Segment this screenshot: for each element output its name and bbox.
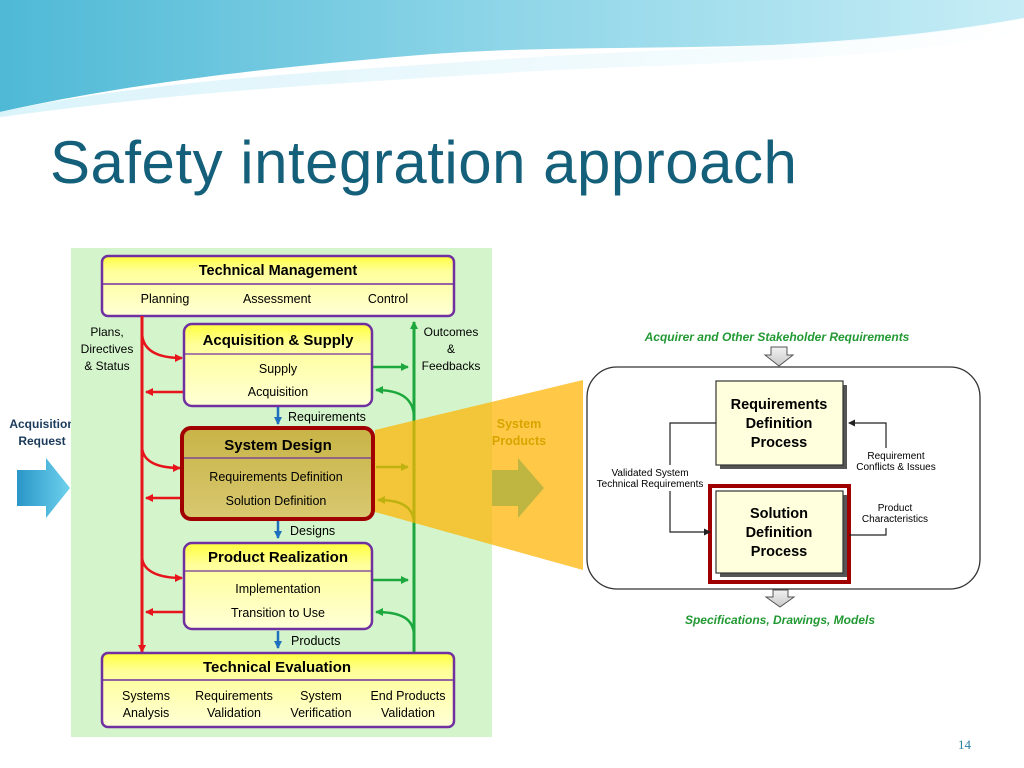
technical-management-box: Technical Management Planning Assessment… xyxy=(100,254,456,318)
req-process-line-1: Requirements xyxy=(731,397,828,413)
header-wave-decoration xyxy=(0,0,1024,119)
detail-top-label: Acquirer and Other Stakeholder Requireme… xyxy=(644,330,910,344)
characteristics-flow-line xyxy=(849,528,887,536)
outcomes-label: Outcomes xyxy=(424,325,479,339)
page-number: 14 xyxy=(958,737,971,752)
technical-evaluation-box: Technical Evaluation Systems Analysis Re… xyxy=(100,651,456,729)
te-item-verification: Verification xyxy=(290,706,351,720)
pr-item-transition: Transition to Use xyxy=(231,606,325,620)
system-products-label: System xyxy=(497,417,541,431)
conflicts-label-bg xyxy=(852,448,944,474)
te-item-systems: Systems xyxy=(122,689,170,703)
plans-label-2: Directives xyxy=(81,342,134,356)
slide-title: Safety integration approach xyxy=(50,129,798,196)
flow-requirements-label: Requirements xyxy=(288,410,366,424)
outcomes-label-2: & xyxy=(447,342,455,356)
system-design-box: System Design Requirements Definition So… xyxy=(180,426,375,521)
sol-process-line-2: Definition xyxy=(746,525,813,541)
characteristics-label-2: Characteristics xyxy=(862,514,928,525)
red-arrow-sd-in xyxy=(140,445,181,472)
characteristics-label-bg xyxy=(858,500,932,526)
technical-evaluation-title: Technical Evaluation xyxy=(203,659,351,676)
validated-label-2: Technical Requirements xyxy=(597,479,704,490)
plans-label: Plans, xyxy=(90,325,123,339)
red-arrow-pr-in xyxy=(140,555,183,582)
conflicts-label: Requirement xyxy=(867,451,924,462)
sol-process-line-1: Solution xyxy=(750,506,808,522)
te-item-system: System xyxy=(300,689,342,703)
plans-label-3: & Status xyxy=(84,359,129,373)
te-item-end-validation: Validation xyxy=(381,706,435,720)
tm-item-control: Control xyxy=(368,292,408,306)
acquisition-supply-title: Acquisition & Supply xyxy=(203,332,354,349)
flow-designs-label: Designs xyxy=(290,524,335,538)
te-item-req-validation: Validation xyxy=(207,706,261,720)
acquisition-request-label: Acquisition xyxy=(9,417,74,431)
te-item-analysis: Analysis xyxy=(123,706,170,720)
product-realization-box: Product Realization Implementation Trans… xyxy=(182,541,374,631)
detail-bottom-label: Specifications, Drawings, Models xyxy=(685,613,875,627)
conflicts-flow-line xyxy=(848,419,887,458)
req-process-line-2: Definition xyxy=(746,416,813,432)
product-realization-title: Product Realization xyxy=(208,549,348,566)
outcomes-label-3: Feedbacks xyxy=(422,359,481,373)
acquisition-supply-box: Acquisition & Supply Supply Acquisition xyxy=(182,322,374,408)
technical-management-title: Technical Management xyxy=(199,263,358,279)
req-process-line-3: Process xyxy=(751,435,807,451)
te-item-end-products: End Products xyxy=(370,689,445,703)
sol-process-line-3: Process xyxy=(751,544,807,560)
req-process-box xyxy=(715,380,844,466)
acquisition-arrow-icon xyxy=(17,458,70,518)
green-arrow-acq-in xyxy=(375,386,416,419)
te-item-requirements: Requirements xyxy=(195,689,273,703)
characteristics-label: Product xyxy=(878,503,913,514)
system-design-title: System Design xyxy=(224,437,332,454)
sol-process-box xyxy=(715,490,844,574)
tm-item-planning: Planning xyxy=(141,292,190,306)
sd-item-requirements-definition: Requirements Definition xyxy=(209,470,342,484)
sd-item-solution-definition: Solution Definition xyxy=(226,494,327,508)
system-products-label-2: Products xyxy=(492,434,546,448)
output-down-arrow-icon xyxy=(764,589,796,608)
as-item-acquisition: Acquisition xyxy=(248,385,308,399)
conflicts-label-2: Conflicts & Issues xyxy=(856,462,935,473)
input-down-arrow-icon xyxy=(763,346,795,367)
zoom-callout-shape xyxy=(375,380,583,570)
pr-item-implementation: Implementation xyxy=(235,582,321,596)
red-arrow-acq-in xyxy=(140,331,183,362)
acquisition-request-label-2: Request xyxy=(18,434,65,448)
validated-label-bg xyxy=(596,465,708,491)
green-arrow-pr-in xyxy=(375,608,416,637)
tm-item-assessment: Assessment xyxy=(243,292,312,306)
system-products-arrow-icon xyxy=(492,458,544,518)
validated-label: Validated System xyxy=(611,468,688,479)
as-item-supply: Supply xyxy=(259,362,298,376)
flow-products-label: Products xyxy=(291,634,340,648)
